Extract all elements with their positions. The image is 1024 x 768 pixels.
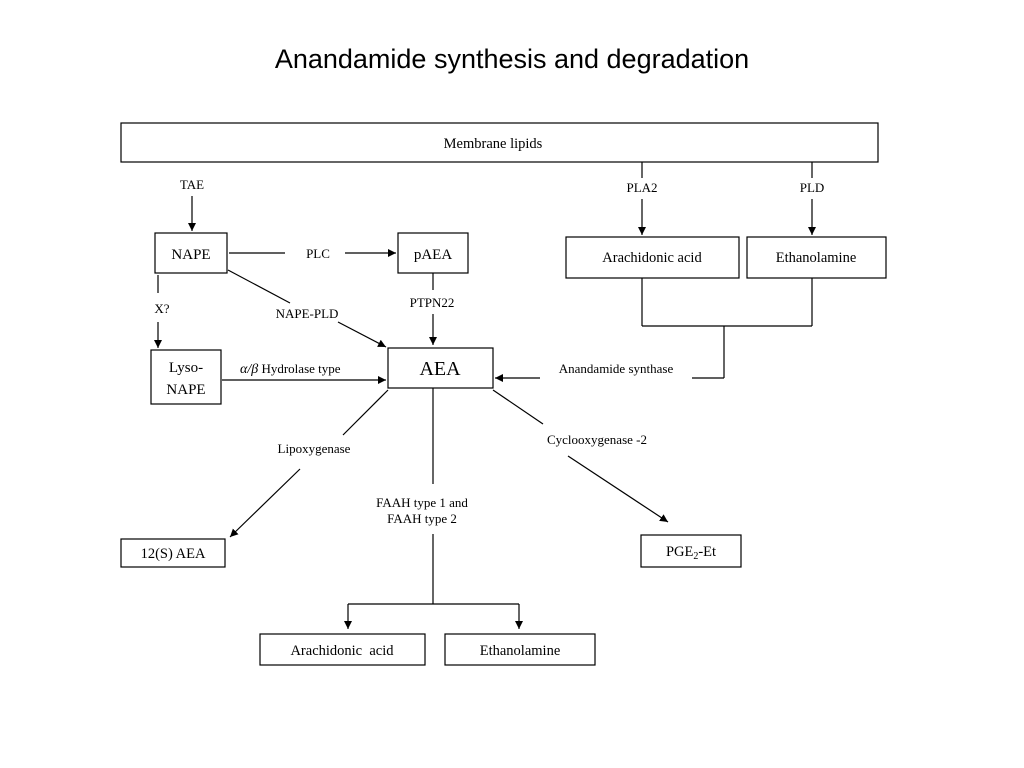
edge-faah: FAAH type 1 and FAAH type 2 (344, 388, 523, 629)
svg-text:Arachidonic acid: Arachidonic acid (602, 250, 702, 266)
svg-text:PLA2: PLA2 (626, 180, 657, 195)
node-lyso-nape: Lyso- NAPE (150, 349, 222, 405)
node-aea: AEA (387, 347, 494, 389)
svg-text:Ethanolamine: Ethanolamine (480, 643, 561, 659)
node-paea: pAEA (397, 232, 469, 274)
svg-text:NAPE: NAPE (171, 247, 210, 263)
svg-text:Ethanolamine: Ethanolamine (776, 250, 857, 266)
slide-title: Anandamide synthesis and degradation (274, 44, 750, 74)
svg-text:Lipoxygenase: Lipoxygenase (278, 441, 351, 456)
svg-text:Cyclooxygenase -2: Cyclooxygenase -2 (547, 432, 647, 447)
node-ethanolamine-top: Ethanolamine (746, 236, 887, 279)
node-arachidonic-acid-top: Arachidonic acid (565, 236, 740, 279)
svg-text:Lyso-: Lyso- (169, 360, 203, 376)
svg-text:NAPE-PLD: NAPE-PLD (276, 306, 339, 321)
svg-text:FAAH type 2: FAAH type 2 (387, 511, 457, 526)
svg-text:Arachidonic acid: Arachidonic acid (290, 643, 394, 659)
edge-pla2: PLA2 (626, 162, 658, 235)
edge-cyclooxygenase: Cyclooxygenase -2 (492, 389, 669, 523)
svg-text:AEA: AEA (419, 358, 461, 380)
svg-text:12(S) AEA: 12(S) AEA (141, 546, 206, 562)
edge-ptpn22: PTPN22 (410, 273, 455, 345)
svg-text:PTPN22: PTPN22 (410, 295, 455, 310)
edge-lipoxygenase: Lipoxygenase (229, 389, 389, 538)
edge-hydrolase: α/β Hydrolase type (222, 361, 386, 384)
svg-text:TAE: TAE (180, 177, 204, 192)
svg-text:Anandamide synthase: Anandamide synthase (559, 361, 674, 376)
svg-text:FAAH type 1 and: FAAH type 1 and (376, 495, 468, 510)
edge-anandamide-synthase: Anandamide synthase (495, 278, 813, 382)
node-12s-aea: 12(S) AEA (120, 538, 226, 568)
svg-text:NAPE: NAPE (166, 382, 205, 398)
edge-tae: TAE (180, 177, 204, 231)
node-membrane-lipids: Membrane lipids (120, 122, 879, 163)
svg-text:X?: X? (154, 301, 169, 316)
edge-plc: PLC (229, 246, 396, 261)
edge-nape-pld: NAPE-PLD (227, 269, 387, 348)
svg-text:α/β Hydrolase type: α/β Hydrolase type (240, 361, 341, 377)
node-arachidonic-acid-bottom: Arachidonic acid (259, 633, 426, 666)
node-pge2-et: PGE2-Et (640, 534, 742, 568)
svg-text:PGE2-Et: PGE2-Et (666, 544, 716, 562)
edge-pld: PLD (800, 162, 825, 235)
svg-text:Membrane lipids: Membrane lipids (444, 136, 543, 152)
node-ethanolamine-bottom: Ethanolamine (444, 633, 596, 666)
svg-text:PLC: PLC (306, 246, 330, 261)
svg-text:pAEA: pAEA (414, 247, 452, 263)
node-nape: NAPE (154, 232, 228, 274)
edge-x: X? (154, 275, 170, 348)
svg-text:PLD: PLD (800, 180, 825, 195)
